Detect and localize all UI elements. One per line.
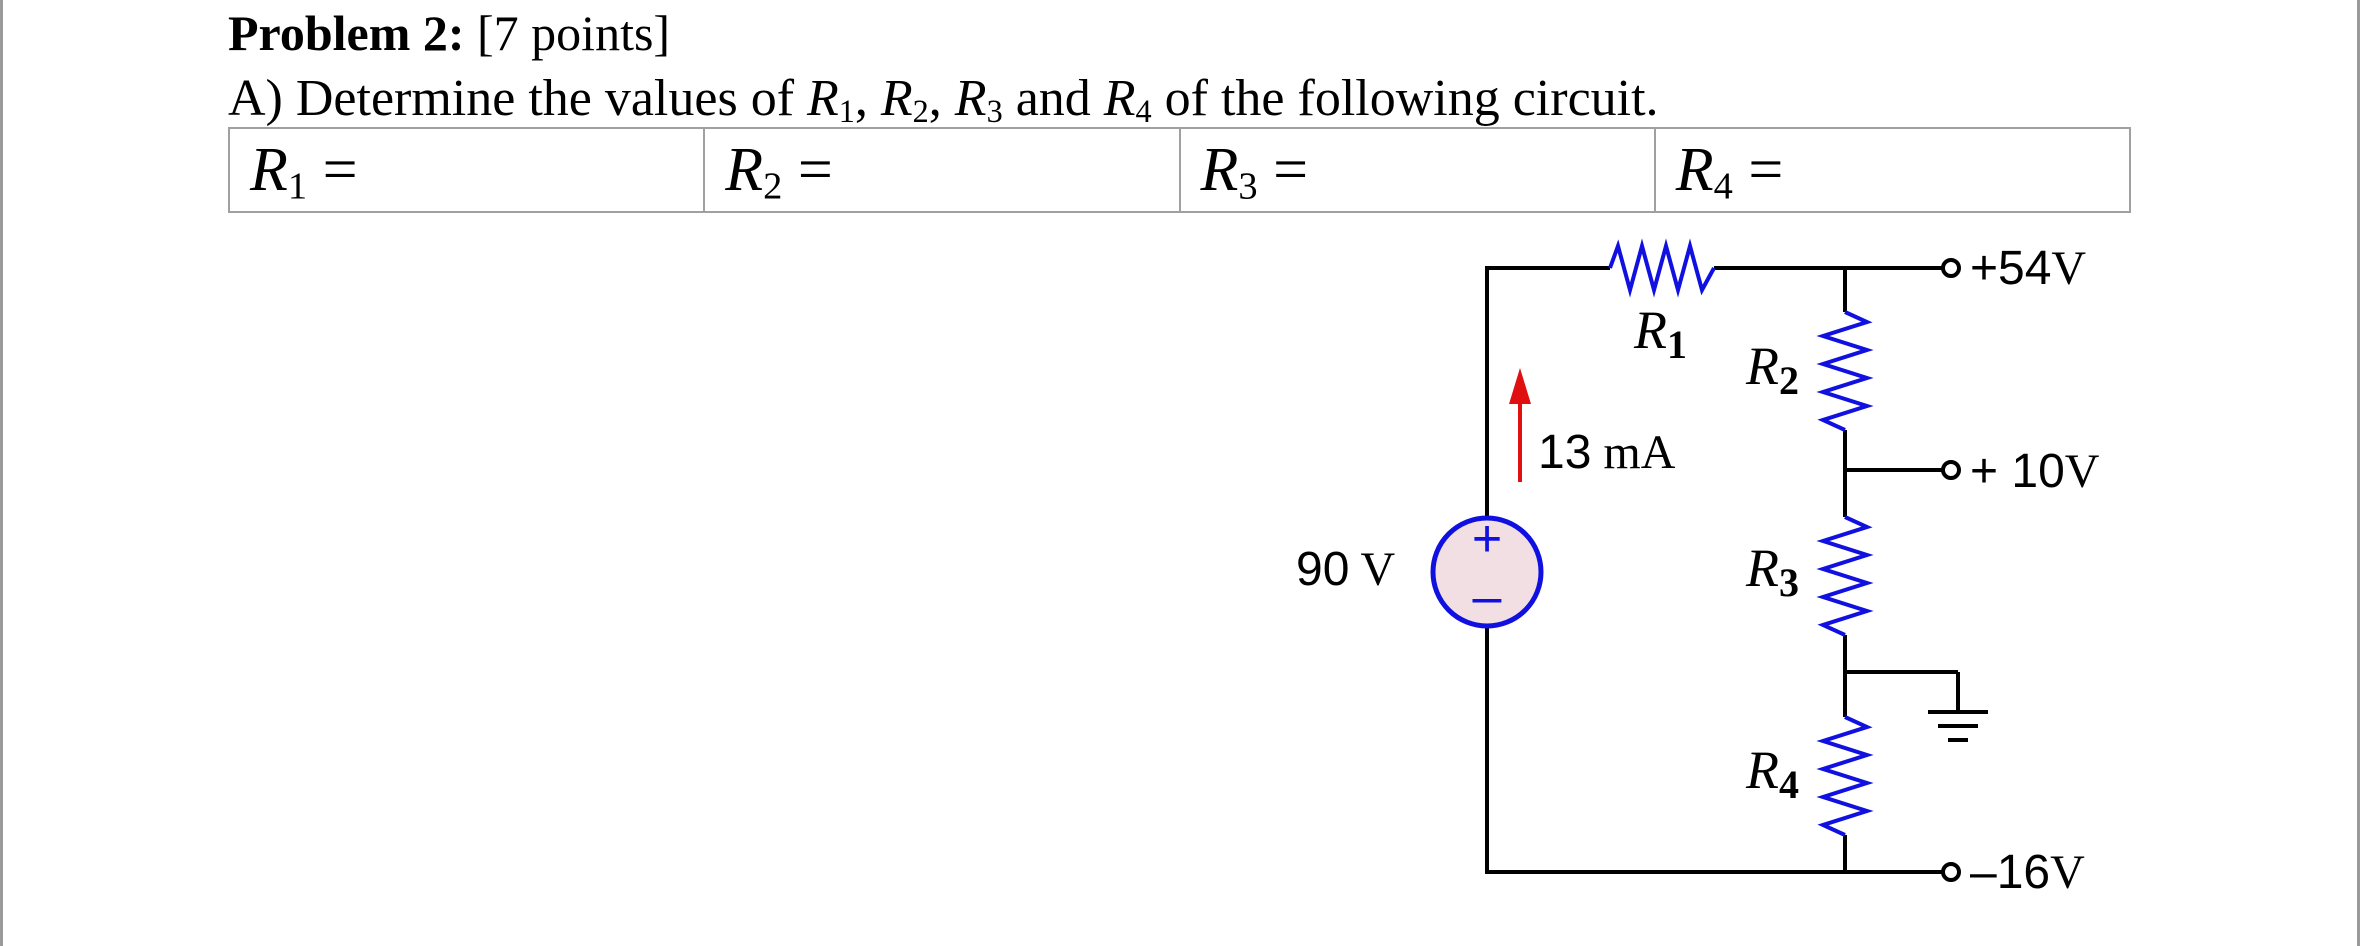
circuit-wires [1485, 266, 1960, 874]
label-r2: R2 [1745, 336, 1799, 403]
answer-cell-r2[interactable]: R2 = [703, 127, 1181, 213]
terminal-minus16v-label: –16V [1970, 846, 2085, 899]
question-suffix: of the following circuit. [1151, 70, 1659, 127]
terminal-10v-unit: V [2065, 445, 2100, 498]
problem-label: Problem 2: [228, 5, 465, 61]
q-sub-r2: 2 [912, 93, 929, 130]
source-space [1349, 543, 1360, 596]
terminal-10v-label: + 10V [1970, 445, 2100, 498]
q-sub-r1: 1 [838, 93, 855, 130]
terminal-minus16v-sign: – [1970, 846, 1997, 899]
terminal-minus16v-value: 16 [1997, 846, 2050, 899]
resistor-r4 [1816, 715, 1874, 837]
label-r1: R1 [1633, 300, 1687, 367]
q-var-r2: R [880, 70, 913, 127]
source-plus-sign: + [1472, 510, 1502, 568]
answer-sub: 1 [287, 165, 308, 208]
terminal-54v-value: 54 [1998, 242, 2051, 295]
answer-eq: = [782, 136, 833, 204]
answer-sub: 2 [763, 165, 783, 208]
q-sub-r4: 4 [1135, 93, 1152, 130]
terminal-10v [1941, 460, 1961, 480]
q-var-r1: R [807, 70, 839, 127]
label-r1-var: R [1633, 300, 1667, 360]
question-prefix: A) Determine the values of [228, 70, 808, 127]
source-minus-sign: – [1473, 568, 1502, 626]
answer-var: R [725, 136, 764, 204]
terminal-54v-label: +54V [1970, 242, 2086, 295]
answer-cell-r3[interactable]: R3 = [1178, 127, 1656, 213]
terminal-10v-sign: + [1970, 445, 2011, 498]
q-sub-r3: 3 [986, 93, 1003, 130]
q-var-r4: R [1103, 70, 1136, 127]
terminal-54v-unit: V [2051, 242, 2086, 295]
terminal-minus16v [1941, 862, 1961, 882]
source-value: 90 [1296, 543, 1349, 596]
q-var-r3: R [954, 70, 987, 127]
resistor-r1 [1608, 238, 1716, 298]
problem-header: Problem 2: [7 points] [228, 2, 670, 64]
label-r1-sub: 1 [1667, 322, 1687, 367]
question-sep-2: , [928, 70, 955, 127]
voltage-source [1430, 515, 1544, 629]
answer-table: R1 = R2 = R3 = R4 = [227, 127, 2132, 213]
label-r3-sub: 3 [1779, 560, 1799, 605]
ground-symbol [1928, 710, 1988, 742]
page-left-edge [0, 0, 3, 946]
answer-var: R [1675, 136, 1714, 204]
terminal-54v [1941, 258, 1961, 278]
current-value: 13 [1538, 426, 1591, 479]
terminal-10v-value: 10 [2011, 445, 2064, 498]
source-unit: V [1361, 543, 1396, 596]
label-r4-sub: 4 [1779, 762, 1799, 807]
answer-cell-r4[interactable]: R4 = [1653, 127, 2132, 213]
label-r4: R4 [1745, 740, 1799, 807]
label-r3: R3 [1745, 538, 1799, 605]
answer-sub: 4 [1713, 165, 1733, 208]
question-text: A) Determine the values of R1, R2, R3 an… [228, 66, 1659, 132]
answer-eq: = [1732, 136, 1784, 204]
source-voltage-label: 90 V [1296, 543, 1396, 596]
answer-eq: = [307, 136, 358, 204]
label-r2-var: R [1745, 336, 1779, 396]
question-sep-1: , [854, 70, 881, 127]
terminal-minus16v-unit: V [2050, 846, 2085, 899]
answer-eq: = [1257, 136, 1309, 204]
terminal-54v-sign: + [1970, 242, 1998, 295]
question-and: and [1002, 70, 1104, 127]
label-r2-sub: 2 [1779, 358, 1799, 403]
current-arrow-head [1509, 368, 1531, 404]
label-r4-var: R [1745, 740, 1779, 800]
page-right-edge [2357, 0, 2360, 946]
current-unit: mA [1603, 426, 1675, 479]
answer-cell-r1[interactable]: R1 = [227, 127, 706, 213]
answer-var: R [1200, 136, 1239, 204]
answer-sub: 3 [1238, 165, 1258, 208]
answer-var: R [250, 136, 288, 204]
problem-points: [7 points] [477, 5, 671, 61]
resistor-r3 [1816, 515, 1874, 637]
resistor-r2 [1816, 310, 1874, 432]
answer-row: R1 = R2 = R3 = R4 = [227, 127, 2132, 213]
label-r3-var: R [1745, 538, 1779, 598]
current-space [1591, 426, 1603, 479]
current-label: 13 mA [1538, 426, 1676, 479]
